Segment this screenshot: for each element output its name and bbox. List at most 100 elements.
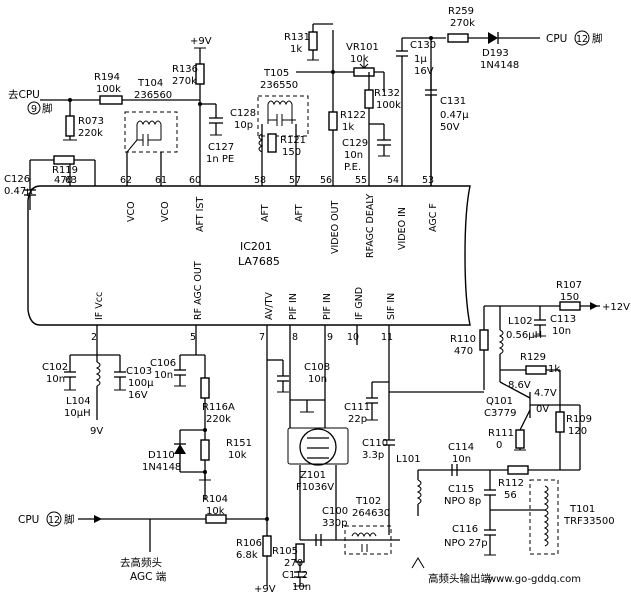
- agc-line1: 去高频头: [120, 556, 162, 569]
- z101-frame: [287, 427, 349, 465]
- pin-62-num: 62: [120, 175, 132, 186]
- r129-value: 1k: [548, 364, 560, 375]
- r151-ref: R151: [226, 438, 252, 449]
- v12: +12V: [602, 302, 630, 313]
- t104-shield: [124, 111, 178, 153]
- c114-ref: C114: [448, 442, 474, 453]
- r107-resistor: [559, 301, 581, 311]
- vr101-pot: [353, 67, 375, 77]
- pin-63-num: 63: [65, 175, 77, 186]
- c112-ref: C112: [282, 570, 308, 581]
- r111-value: 0: [496, 440, 502, 451]
- pin-53-num: 53: [422, 175, 434, 186]
- c100-ref: C100: [322, 506, 348, 517]
- r111-resistor: [515, 429, 525, 449]
- pin-8-label: PIF IN: [288, 293, 299, 320]
- pin-55-num: 55: [355, 175, 367, 186]
- q101-e-voltage: 0V: [536, 404, 549, 415]
- r106-ref: R106: [236, 538, 262, 549]
- q101-ref: Q101: [486, 396, 513, 407]
- r116a-resistor: [200, 377, 210, 399]
- svg-text:CPU: CPU: [18, 514, 39, 526]
- r107-ref: R107: [556, 280, 582, 291]
- c128-ref: C128: [230, 108, 256, 119]
- z101-ref: Z101: [300, 470, 326, 481]
- c110-ref: C110: [362, 438, 388, 449]
- t104-ref: T104: [137, 78, 163, 89]
- pin-11-num: 11: [381, 332, 393, 343]
- d110-value: 1N4148: [142, 462, 181, 473]
- pin-54-num: 54: [387, 175, 399, 186]
- q101-c-voltage: 8.6V: [508, 380, 531, 391]
- cpu9-label: 去CPU 9 脚: [8, 89, 53, 115]
- c108-ref: C108: [304, 362, 330, 373]
- c106-ref: C106: [150, 358, 176, 369]
- l102-value: 0.56μH: [506, 330, 542, 341]
- q101-value: C3779: [484, 408, 516, 419]
- bottom-pin-stubs: [96, 325, 390, 400]
- pin-5-num: 5: [190, 332, 196, 343]
- agc-line2: AGC 端: [130, 570, 167, 583]
- c129-note: P.E.: [344, 162, 361, 173]
- r121-value: 150: [282, 147, 301, 158]
- pin-57-label: AFT: [294, 204, 305, 222]
- l101-coil: [416, 479, 422, 505]
- ic-part: LA7685: [238, 255, 280, 268]
- c129-ref: C129: [342, 138, 368, 149]
- svg-text:12: 12: [576, 34, 588, 45]
- pin-8-num: 8: [292, 332, 298, 343]
- pin-2-num: 2: [91, 332, 97, 343]
- v9-bottom: +9V: [254, 584, 276, 593]
- c129-value: 10n: [344, 150, 363, 161]
- t102-ref: T102: [355, 496, 381, 507]
- r129-resistor: [525, 365, 547, 375]
- t101-value: TRF33500: [563, 516, 615, 527]
- svg-text:脚: 脚: [592, 32, 603, 45]
- v9-top: +9V: [190, 36, 212, 47]
- r121-ref: R121: [280, 135, 306, 146]
- svg-text:去CPU: 去CPU: [8, 89, 40, 101]
- l102-ref: L102: [508, 316, 533, 327]
- pin-10-num: 10: [347, 332, 359, 343]
- c103-value: 100μ: [128, 378, 154, 389]
- pin-57-num: 57: [289, 175, 301, 186]
- svg-text:脚: 脚: [64, 513, 75, 526]
- r110-ref: R110: [450, 334, 476, 345]
- c102-ref: C102: [42, 362, 68, 373]
- r119-value: 470: [54, 175, 73, 186]
- l102-coil: [498, 329, 504, 355]
- c108-value: 10n: [308, 374, 327, 385]
- r132-resistor: [364, 89, 374, 109]
- r116a-value: 220k: [206, 414, 231, 425]
- r194-ref: R194: [94, 72, 120, 83]
- cpu12-left-label: CPU 12 脚: [18, 511, 75, 527]
- pin-60-label: AFT IST: [195, 197, 206, 232]
- v9-left: 9V: [90, 426, 103, 437]
- t102-value: 264630: [352, 508, 390, 519]
- pin-61-label: VCO: [160, 201, 171, 222]
- r132-ref: R132: [374, 88, 400, 99]
- tuner-output: 高频头输出端: [428, 572, 491, 585]
- c126-ref: C126: [4, 174, 30, 185]
- c130-ref: C130: [410, 40, 436, 51]
- c106-value: 10n: [154, 370, 173, 381]
- pin-9-label: PIF IN: [322, 293, 333, 320]
- r132-value: 100k: [376, 100, 401, 111]
- pin-55-label: RFAGC DEALY: [365, 194, 376, 258]
- watermark: www.go-gddq.com: [488, 574, 581, 585]
- r136-ref: R136: [172, 64, 198, 75]
- t101-shield: [529, 479, 559, 555]
- c116-value: NPO 27p: [444, 538, 488, 549]
- r136-resistor: [195, 63, 205, 85]
- pin-62-label: VCO: [126, 201, 137, 222]
- r073-value: 220k: [78, 128, 103, 139]
- r121-coil: [258, 133, 264, 153]
- t102-shield: [344, 525, 392, 555]
- t105-value: 236550: [260, 80, 298, 91]
- c100-value: 330p: [322, 518, 347, 529]
- pin-7-label: AV/TV: [264, 292, 275, 320]
- r131-value: 1k: [290, 44, 302, 55]
- c112-value: 10n: [292, 582, 311, 593]
- r110-value: 470: [454, 346, 473, 357]
